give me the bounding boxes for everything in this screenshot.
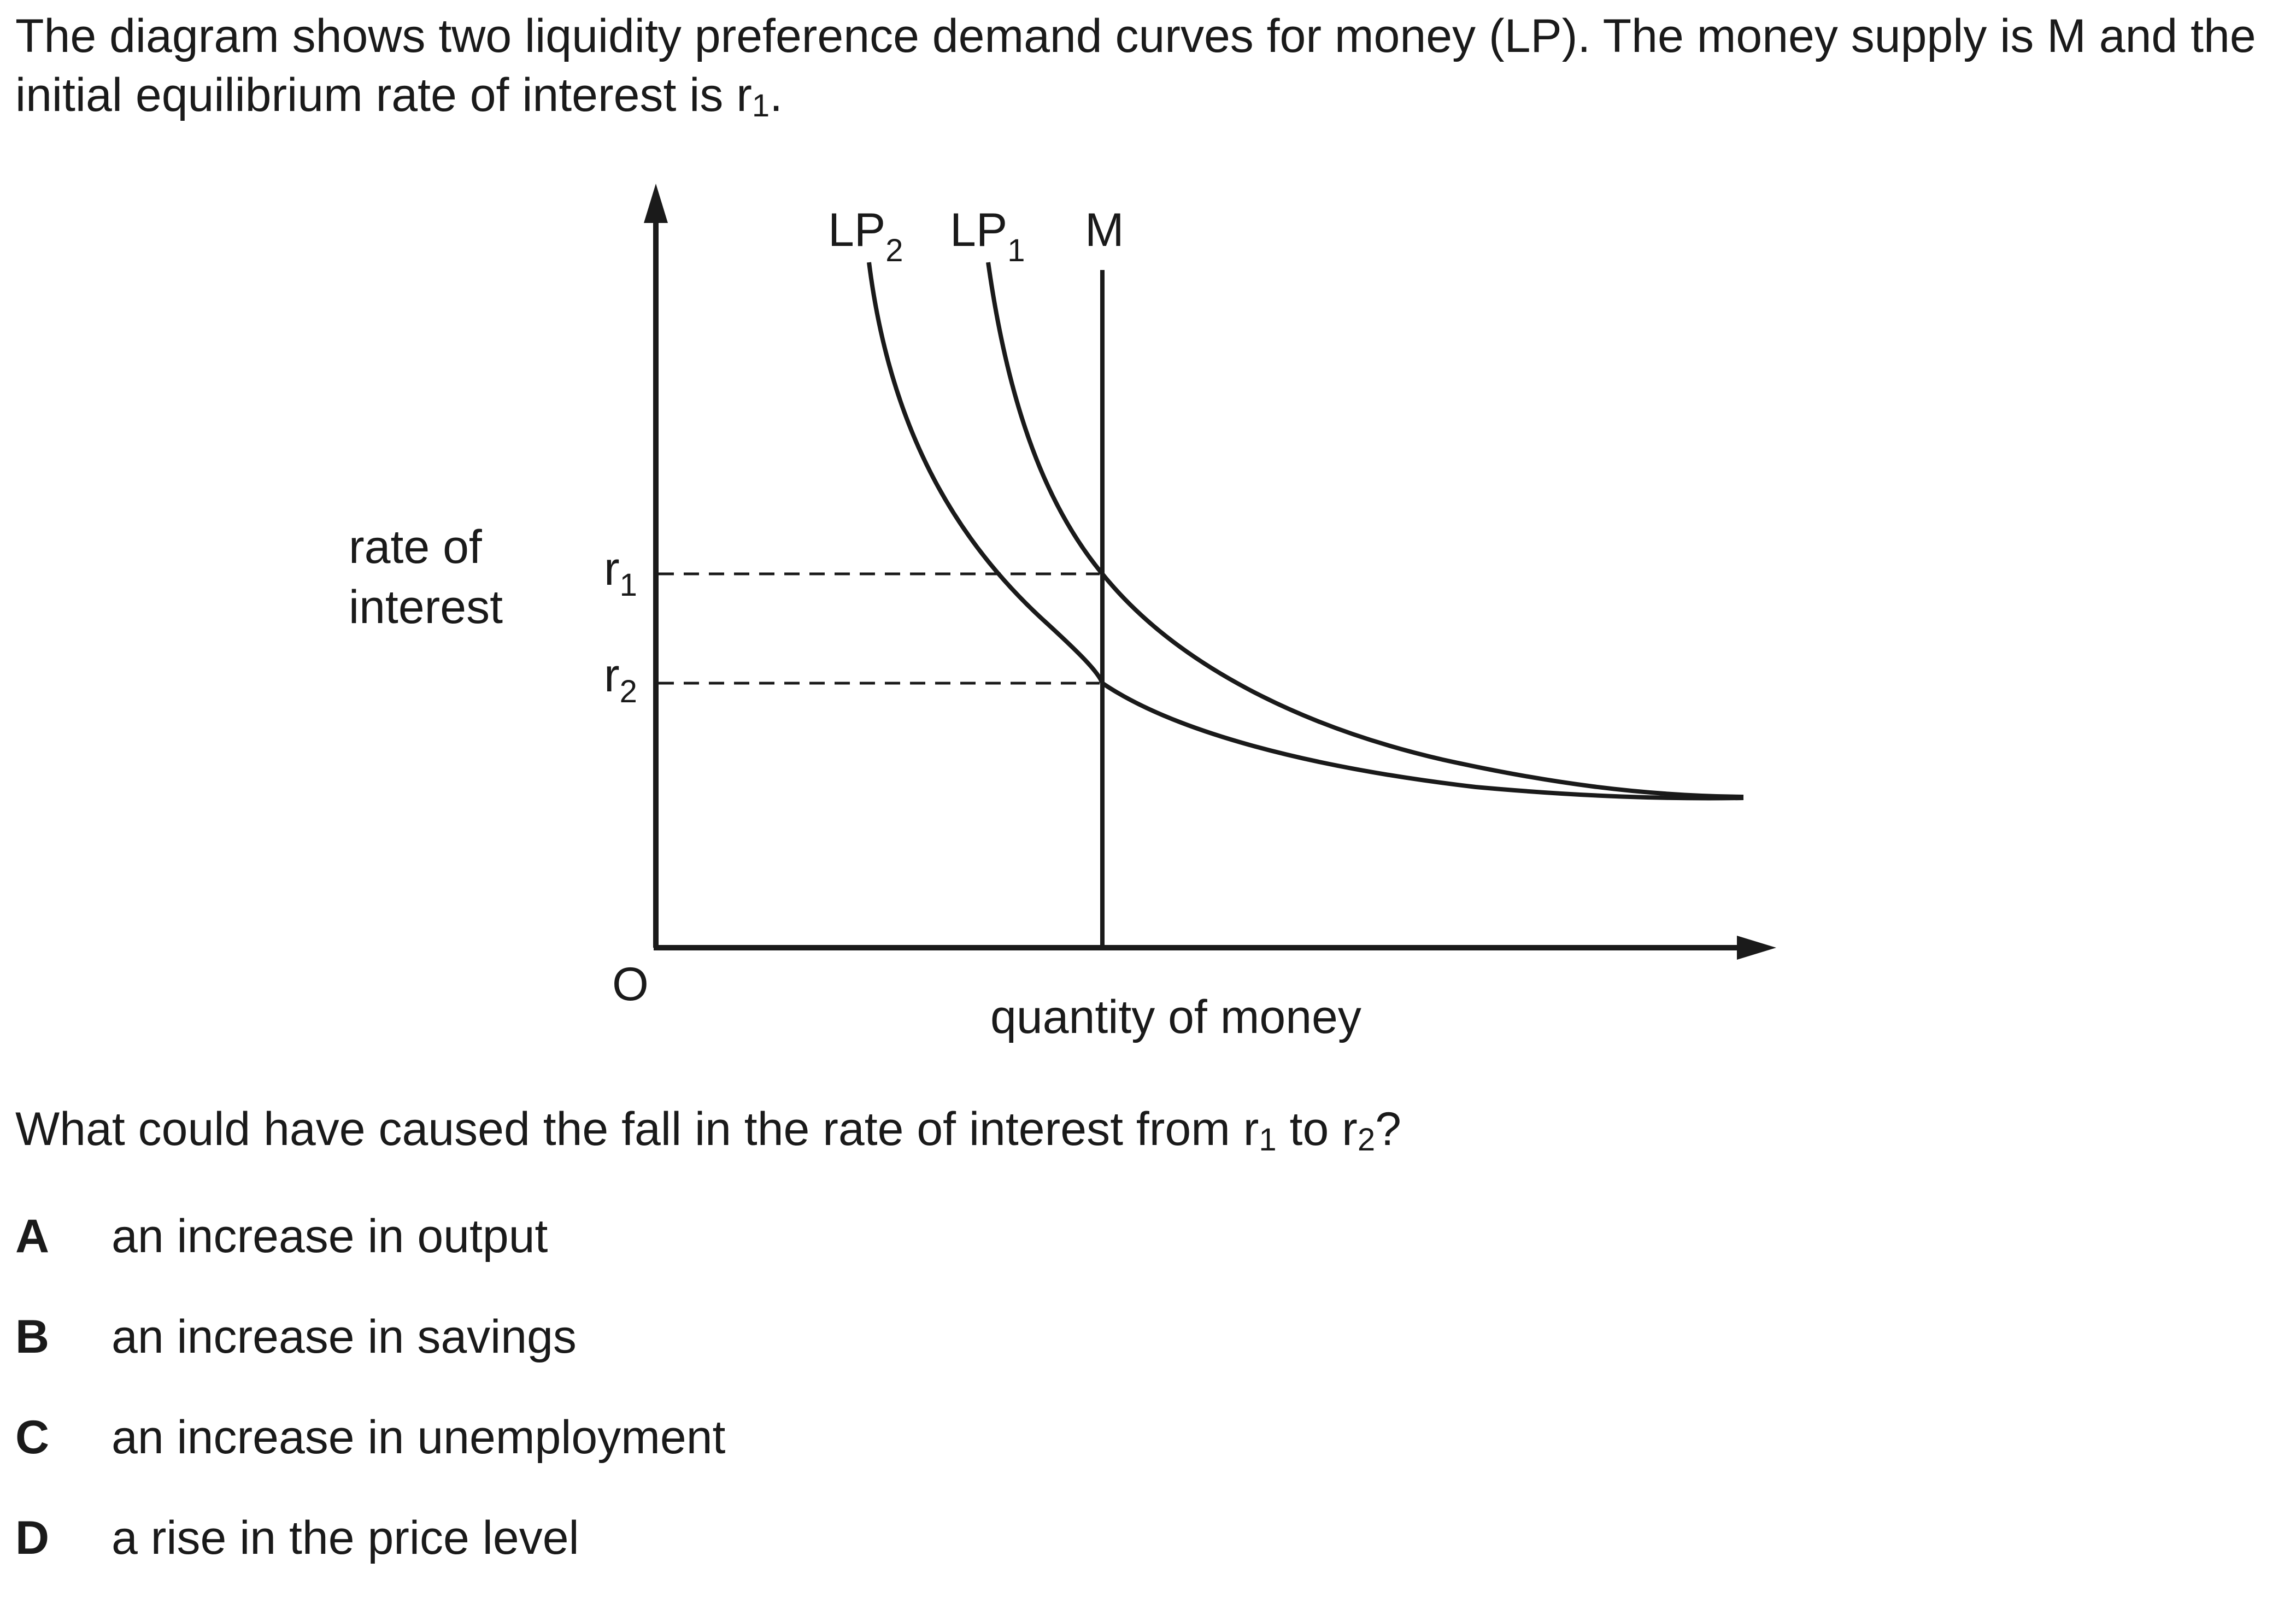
r2-subscript: 2 [620,674,637,709]
option-text: an increase in unemployment [111,1411,726,1464]
question-sub2: 2 [1357,1122,1376,1158]
intro-text: The diagram shows two liquidity preferen… [15,10,2256,121]
lp1-subscript: 1 [1007,233,1025,268]
lp2-label: LP2 [828,204,903,268]
x-axis-arrowhead [1737,936,1776,960]
answer-options: A an increase in output B an increase in… [15,1207,725,1609]
y-axis-label-line2: interest [349,581,503,633]
option-text: an increase in output [111,1210,548,1262]
option-letter: D [15,1512,50,1564]
option-letter: B [15,1311,50,1363]
liquidity-preference-diagram: LP2 LP1 M rate of interest r1 r2 O quant… [349,184,1776,1043]
r1-subscript: 1 [620,567,637,603]
question-sub1: 1 [1259,1122,1277,1158]
y-axis-arrowhead [644,184,668,223]
origin-label: O [612,958,649,1011]
intro-subscript: 1 [751,88,770,124]
lp2-subscript: 2 [885,233,903,268]
intro-period: . [770,69,783,121]
r1-label: r1 [604,543,637,603]
option-text: a rise in the price level [111,1512,579,1564]
option-letter: A [15,1210,50,1262]
x-axis-label: quantity of money [990,991,1361,1043]
option-b[interactable]: B an increase in savings [15,1307,725,1408]
lp1-curve [986,262,1744,799]
lp2-curve [867,262,1744,801]
option-a[interactable]: A an increase in output [15,1207,725,1307]
y-axis-label-line1: rate of [349,521,483,573]
option-text: an increase in savings [111,1311,577,1363]
money-supply-label: M [1085,204,1124,256]
r2-label: r2 [604,649,637,709]
question-text: What could have caused the fall in the r… [15,1103,1401,1158]
question-intro: The diagram shows two liquidity preferen… [15,7,2256,125]
option-letter: C [15,1411,50,1464]
lp1-label: LP1 [950,204,1025,268]
option-c[interactable]: C an increase in unemployment [15,1408,725,1508]
option-d[interactable]: D a rise in the price level [15,1508,725,1609]
